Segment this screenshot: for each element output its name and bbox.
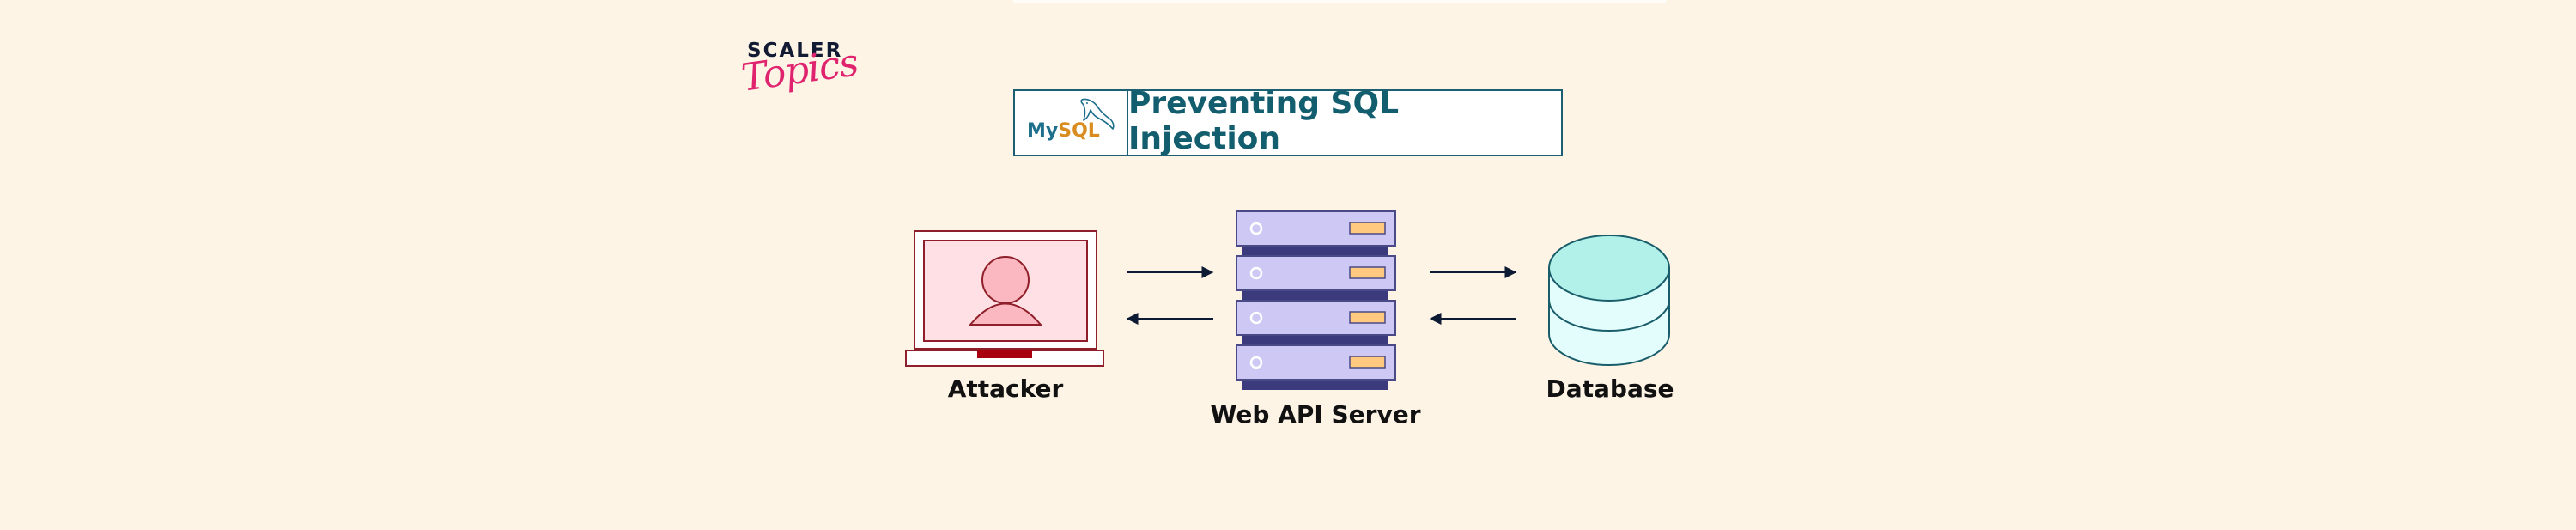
server-power-led-icon: [1249, 266, 1263, 280]
server-spacer-bar: [1242, 289, 1388, 301]
server-power-led-icon: [1249, 222, 1263, 235]
mysql-my-text: My: [1027, 120, 1059, 142]
server-spacer-bar: [1242, 244, 1388, 256]
mysql-sql-text: SQL: [1058, 120, 1100, 142]
node-label-server: Web API Server: [1210, 400, 1421, 429]
logo-scaler-text: SCALER: [747, 40, 843, 62]
top-edge-strip: [1013, 0, 1666, 3]
user-shoulders: [968, 302, 1043, 326]
node-label-attacker: Attacker: [947, 375, 1064, 403]
laptop-trackpad-bar: [977, 350, 1032, 358]
server-rack-icon: [1236, 210, 1396, 390]
scaler-topics-logo: SCALER Topics: [738, 38, 860, 132]
server-drive-slot: [1349, 266, 1386, 279]
server-spacer-bar: [1242, 333, 1388, 345]
mysql-wordmark: MySQL: [1027, 120, 1100, 142]
server-power-led-icon: [1249, 311, 1263, 325]
server-drive-slot: [1349, 311, 1386, 324]
server-drive-slot: [1349, 222, 1386, 235]
database-icon: [1548, 235, 1670, 366]
title-banner: MySQL Preventing SQL Injection: [1013, 86, 1563, 156]
database-top: [1548, 235, 1670, 302]
node-label-database: Database: [1546, 375, 1674, 403]
laptop-user-icon: [905, 230, 1104, 367]
server-power-led-icon: [1249, 356, 1263, 369]
page-title: Preventing SQL Injection: [1128, 86, 1400, 156]
mysql-logo: MySQL: [1015, 91, 1128, 155]
user-head: [981, 256, 1030, 304]
server-spacer-bar: [1242, 378, 1388, 390]
mysql-dolphin-icon: [1080, 98, 1115, 130]
server-drive-slot: [1349, 356, 1386, 369]
